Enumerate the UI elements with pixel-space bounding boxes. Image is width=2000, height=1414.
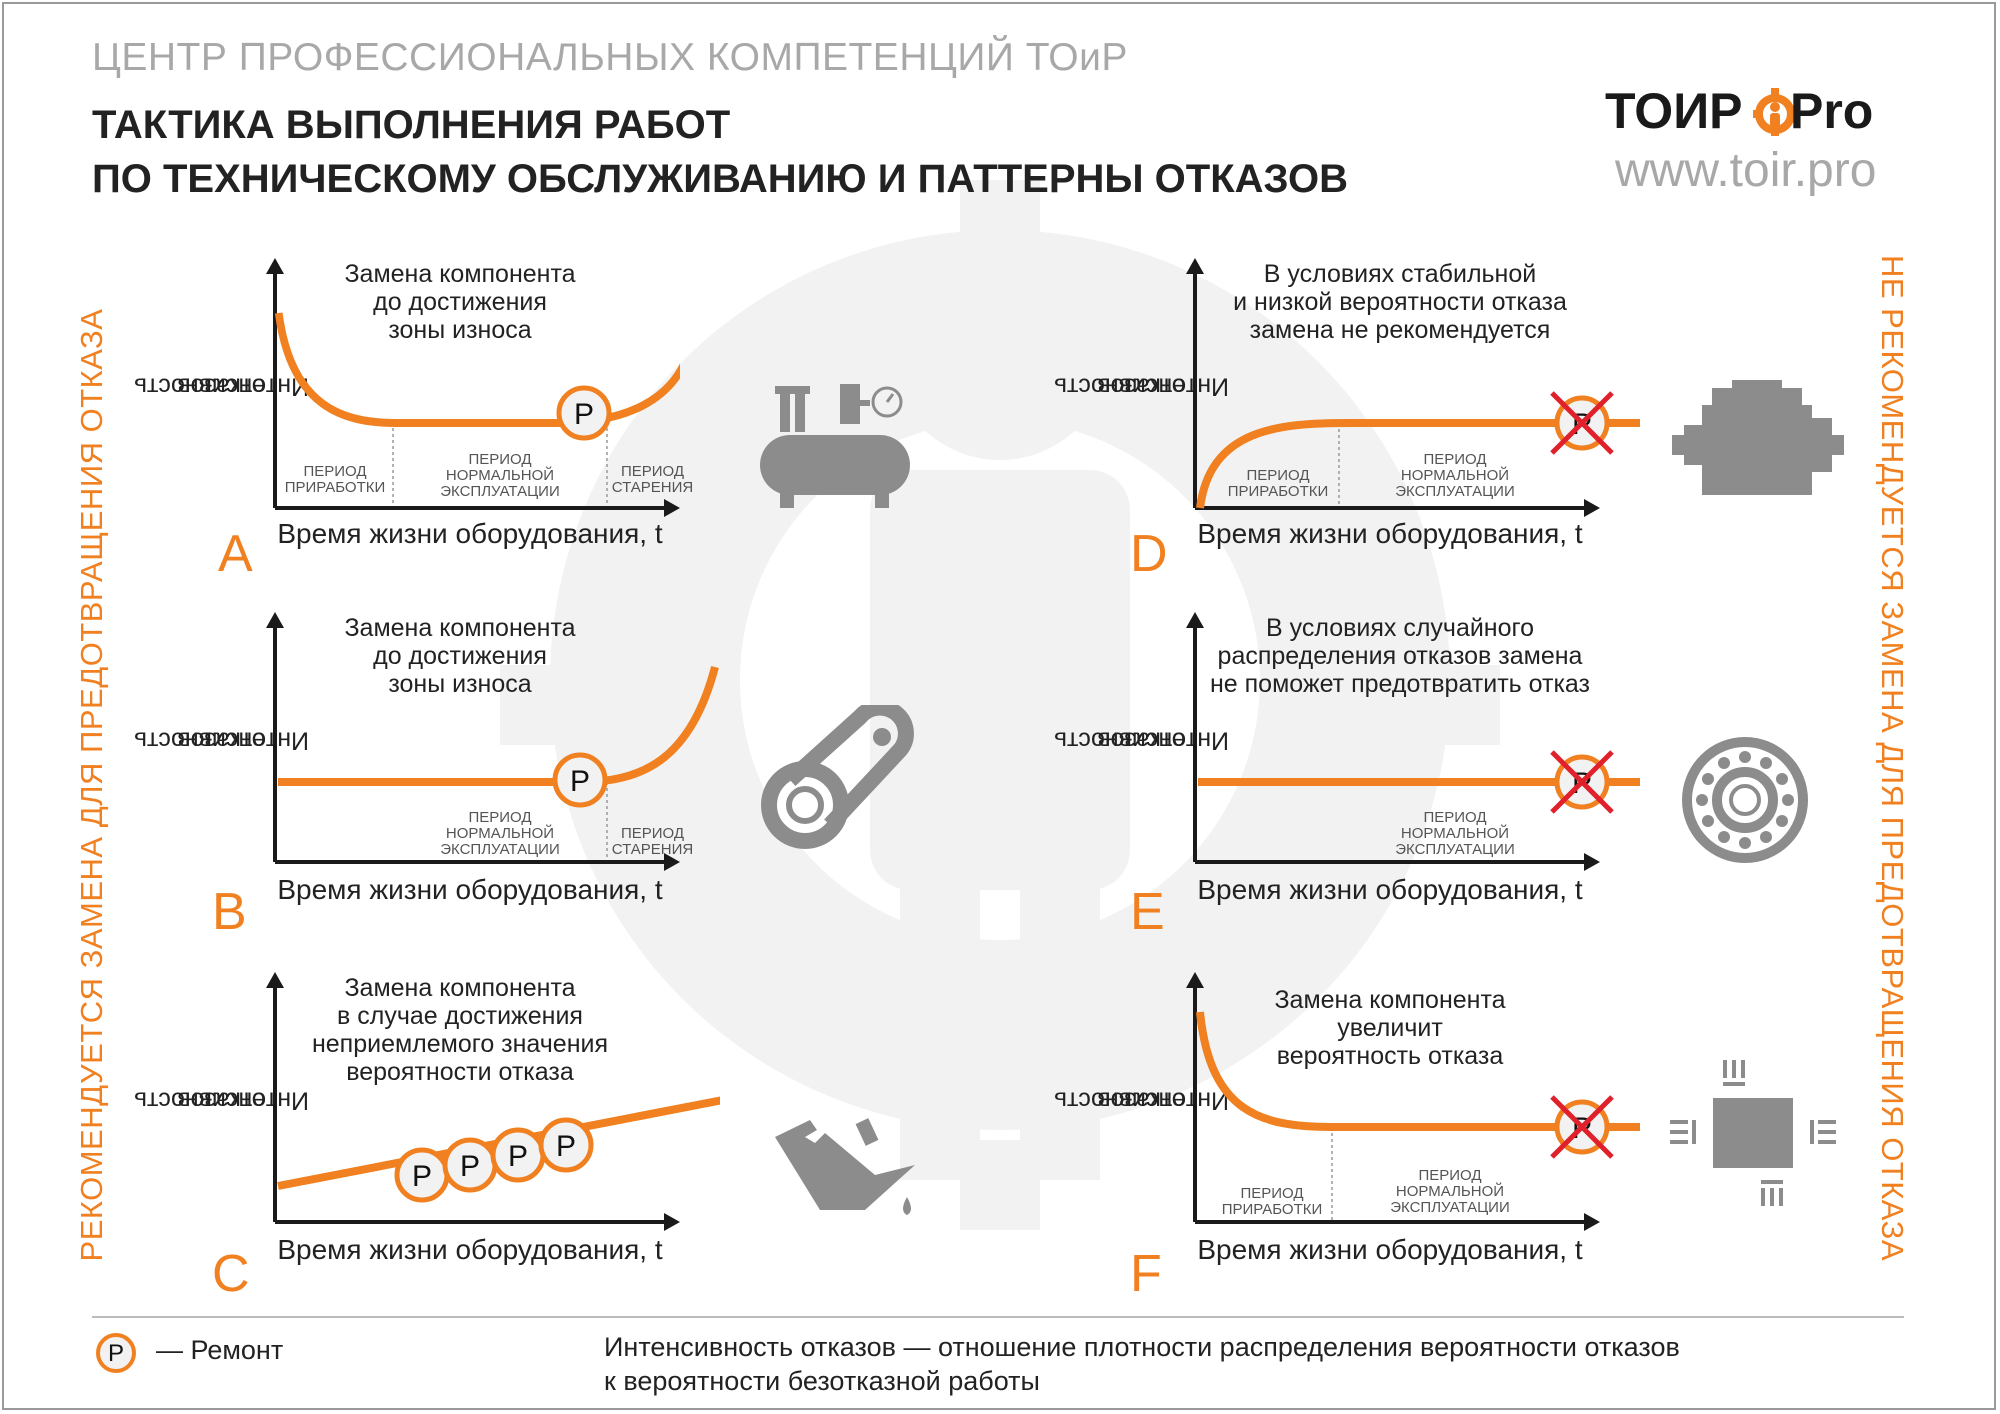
panel-letter-a: A (218, 525, 253, 583)
chip-icon (1670, 1060, 1836, 1206)
not-recommended-cross (1550, 391, 1614, 455)
panel-letter-d: D (1130, 525, 1168, 583)
x-axis-label: Время жизни оборудования, t (1197, 518, 1583, 549)
chart-d: P (1186, 258, 1640, 517)
gear-person-logo-icon (1753, 88, 1797, 136)
repair-marker: P (508, 1140, 528, 1173)
x-axis-label: Время жизни оборудования, t (277, 1234, 663, 1265)
x-axis-label: Время жизни оборудования, t (1197, 1234, 1583, 1265)
compressor-icon (760, 384, 910, 508)
page-title: ТАКТИКА ВЫПОЛНЕНИЯ РАБОТ ПО ТЕХНИЧЕСКОМУ… (92, 98, 1348, 206)
repair-legend-label: — Ремонт (156, 1335, 284, 1365)
footer-divider (92, 1316, 1904, 1318)
panel-letter-f: F (1130, 1245, 1162, 1303)
repair-legend-icon: P (96, 1333, 136, 1373)
chart-e: P (1186, 612, 1640, 871)
repair-marker: P (574, 398, 594, 431)
bearing-icon (1682, 737, 1808, 863)
failure-rate-definition: Интенсивность отказов — отношение плотно… (604, 1332, 1680, 1396)
repair-marker: P (570, 765, 590, 798)
title-line-2: ПО ТЕХНИЧЕСКОМУ ОБСЛУЖИВАНИЮ И ПАТТЕРНЫ … (92, 157, 1349, 201)
logo-word-2: Pro (1790, 83, 1874, 139)
bearing-balls (1696, 751, 1794, 849)
organization-name: ЦЕНТР ПРОФЕССИОНАЛЬНЫХ КОМПЕТЕНЦИЙ ТОиР (92, 36, 1128, 79)
repair-marker: P (412, 1160, 432, 1193)
website-url[interactable]: www.toir.pro (1615, 144, 1877, 197)
logo-word-1: ТОИР (1605, 83, 1743, 139)
panel-letter-b: B (212, 883, 247, 941)
engine-icon (1672, 380, 1844, 495)
repair-marker: P (556, 1130, 576, 1163)
oil-can-icon (775, 1118, 915, 1215)
chart-f: P (1186, 972, 1640, 1231)
left-side-label: РЕКОМЕНДУЕТСЯ ЗАМЕНА ДЛЯ ПРЕДОТВРАЩЕНИЯ … (74, 308, 109, 1262)
repair-marker: P (460, 1150, 480, 1183)
logo: ТОИР Pro (1605, 82, 1905, 142)
title-line-1: ТАКТИКА ВЫПОЛНЕНИЯ РАБОТ (92, 103, 731, 147)
repair-markers: P P P P (394, 1117, 594, 1203)
chart-a: P (266, 258, 680, 517)
chart-b: P (266, 612, 719, 871)
right-side-label: НЕ РЕКОМЕНДУЕТСЯ ЗАМЕНА ДЛЯ ПРЕДОТВРАЩЕН… (1875, 254, 1910, 1262)
chart-c: P P P P (266, 972, 720, 1231)
not-recommended-cross (1550, 750, 1614, 814)
x-axis-label: Время жизни оборудования, t (277, 874, 663, 905)
not-recommended-cross (1550, 1095, 1614, 1159)
x-axis-label: Время жизни оборудования, t (277, 518, 663, 549)
x-axis-label: Время жизни оборудования, t (1197, 874, 1583, 905)
panel-letter-c: C (212, 1245, 250, 1303)
belt-drive-icon (761, 705, 914, 849)
panel-letter-e: E (1130, 883, 1165, 941)
